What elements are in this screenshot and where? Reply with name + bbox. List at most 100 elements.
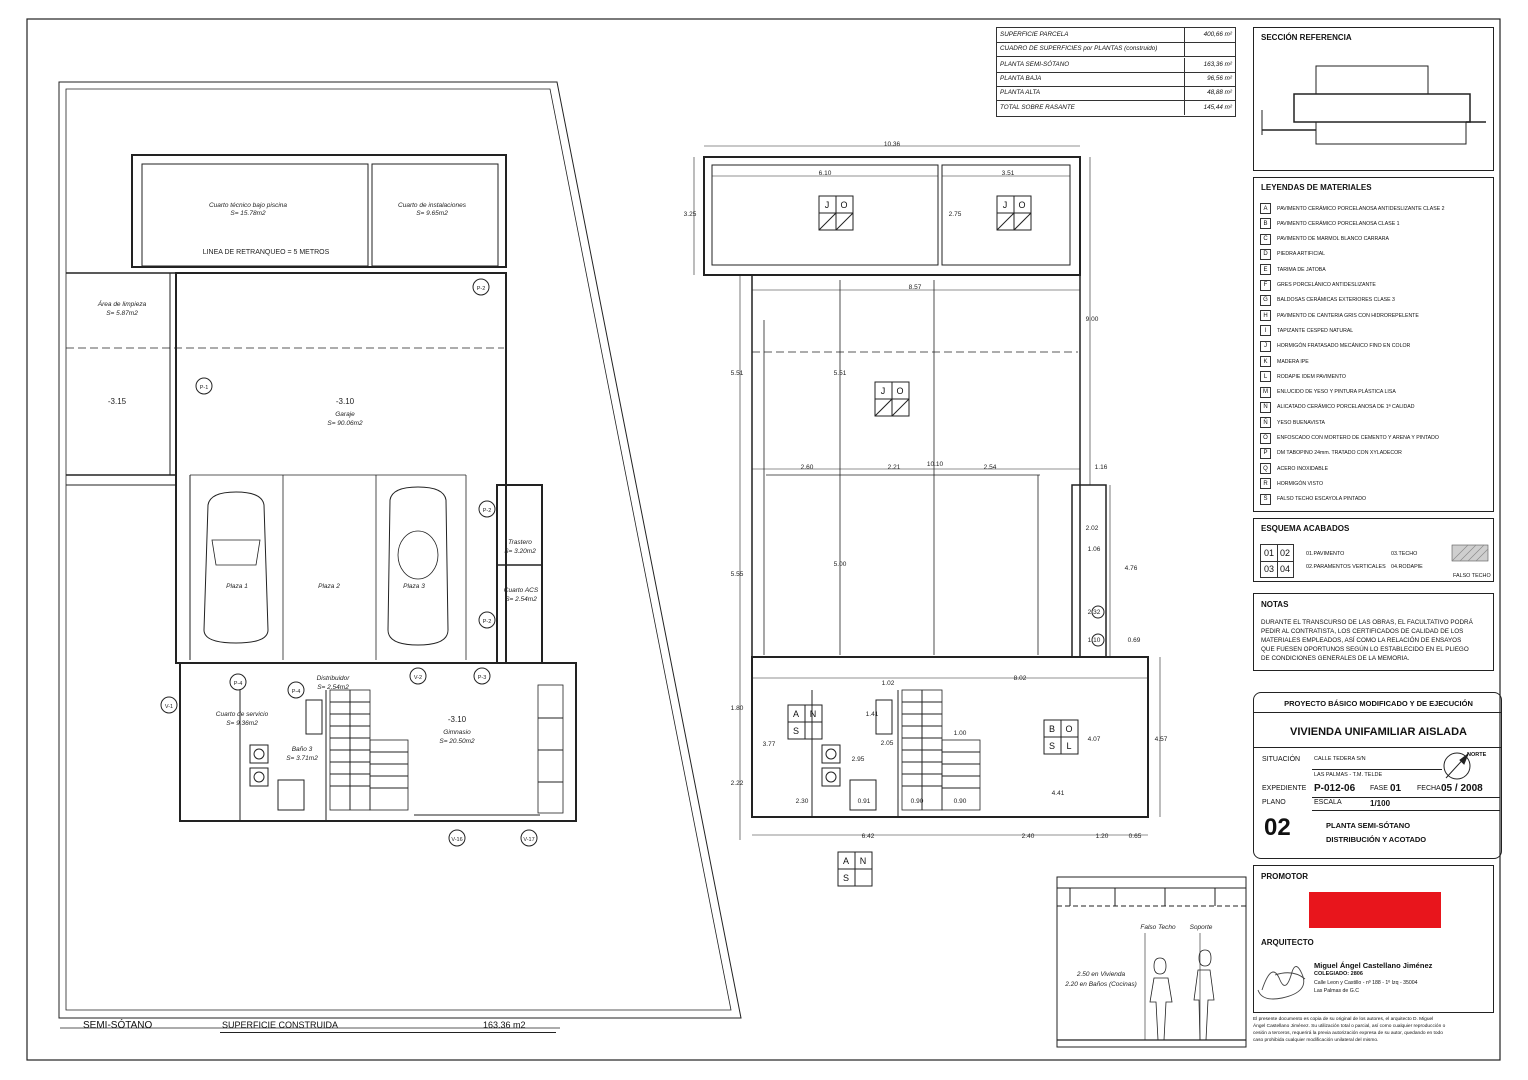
dim: 5.55 xyxy=(731,571,744,578)
dim: 2.54 xyxy=(984,464,997,471)
esquema-label: 02.PARAMENTOS VERTICALES xyxy=(1306,564,1386,570)
notes-text: DURANTE EL TRANSCURSO DE LAS OBRAS, EL F… xyxy=(1261,619,1473,662)
arquitecto-label: ARQUITECTO xyxy=(1261,938,1314,947)
plano-number: 02 xyxy=(1264,814,1291,841)
legend-code: Q xyxy=(1260,463,1271,475)
tag: V-16 xyxy=(448,829,466,847)
finish-grid xyxy=(787,195,1079,887)
tag: V-17 xyxy=(520,829,538,847)
arquitecto-address: Las Palmas de G.C xyxy=(1314,988,1359,994)
legend-code: K xyxy=(1260,356,1271,367)
legend-code: G xyxy=(1260,294,1271,306)
plano-label: PLANO xyxy=(1262,799,1286,806)
dim: 3.25 xyxy=(684,211,697,218)
fecha-label: FECHA xyxy=(1417,785,1441,792)
svg-text:P-2: P-2 xyxy=(483,619,492,625)
svg-text:V-16: V-16 xyxy=(451,837,462,843)
room-area: S= 3.20m2 xyxy=(504,548,536,555)
room-label: Cuarto técnico bajo piscina xyxy=(209,202,287,209)
dim: 0.65 xyxy=(1129,833,1142,840)
arquitecto-colegiado: COLEGIADO: 2806 xyxy=(1314,971,1363,977)
room-area: S= 9.36m2 xyxy=(226,720,258,727)
legend-desc: ACERO INOXIDABLE xyxy=(1277,465,1329,472)
escala-label: ESCALA xyxy=(1314,799,1342,806)
svg-text:P-4: P-4 xyxy=(292,689,301,695)
room-label: Cuarto ACS xyxy=(504,587,539,594)
tag: V-2 xyxy=(409,667,427,685)
dim: 5.51 xyxy=(834,370,847,377)
dim: 2.60 xyxy=(801,464,814,471)
room-label: Trastero xyxy=(508,539,532,546)
legend-code: F xyxy=(1260,279,1271,291)
room-label: Garaje xyxy=(335,411,355,418)
tag: P-2 xyxy=(478,611,496,629)
legend-desc: PAVIMENTO DE CANTERIA GRIS CON HIDROREPE… xyxy=(1277,312,1419,319)
arquitecto-address: Calle Leon y Castillo - nº 188 - 1º Izq … xyxy=(1314,980,1418,986)
right-plan-dimensions: 10.36 6.10 3.51 3.25 2.75 8.57 9.00 5.51… xyxy=(684,141,1168,840)
esquema-cell: 01 xyxy=(1261,545,1278,562)
legend-title: LEYENDAS DE MATERIALES xyxy=(1261,183,1372,192)
dim: 5.51 xyxy=(731,370,744,377)
dim: 2.95 xyxy=(852,756,865,763)
dim: 4.57 xyxy=(1155,736,1168,743)
dim: 0.90 xyxy=(954,798,967,805)
esquema-acabados: ESQUEMA ACABADOS 01 02 03 04 01.PAVIMENT… xyxy=(1253,518,1494,582)
dim: 0.90 xyxy=(911,798,924,805)
dim: 1.06 xyxy=(1088,546,1101,553)
dim: 10.10 xyxy=(927,461,944,468)
dim: 8.02 xyxy=(1014,675,1027,682)
svg-text:A: A xyxy=(843,856,849,866)
legend-code: M xyxy=(1260,386,1271,398)
legend-item: Q ACERO INOXIDABLE xyxy=(1260,462,1328,475)
fecha-value: 05 / 2008 xyxy=(1441,783,1483,794)
room-area: S= 90.06m2 xyxy=(327,420,363,427)
project-type: PROYECTO BÁSICO MODIFICADO Y DE EJECUCIÓ… xyxy=(1284,699,1473,708)
dim: 5.00 xyxy=(834,561,847,568)
level-label: -3.10 xyxy=(448,715,467,724)
dim: 3.51 xyxy=(1002,170,1015,177)
legend-code: A xyxy=(1260,203,1271,214)
dim: 1.80 xyxy=(731,705,744,712)
svg-text:O: O xyxy=(1018,200,1025,210)
svg-text:2.50 en Vivienda: 2.50 en Vivienda xyxy=(1076,971,1126,978)
section-reference-box: SECCIÓN REFERENCIA xyxy=(1253,27,1494,171)
level-label: -3.15 xyxy=(108,397,127,406)
svg-text:S: S xyxy=(843,873,849,883)
situacion-value: CALLE TEDERA S/N xyxy=(1314,756,1366,762)
sheet-border xyxy=(26,18,1501,1061)
escala-value: 1/100 xyxy=(1370,799,1391,808)
dim: 1.20 xyxy=(1096,833,1109,840)
promotor-label: PROMOTOR xyxy=(1261,872,1308,881)
svg-text:P-2: P-2 xyxy=(477,286,486,292)
height-detail xyxy=(1056,876,1247,1048)
dim: 1.41 xyxy=(866,711,879,718)
tag: P-3 xyxy=(473,667,491,685)
legend-desc: ENLUCIDO DE YESO Y PINTURA PLÁSTICA LISA xyxy=(1277,389,1396,396)
esquema-cell: 04 xyxy=(1279,564,1290,574)
legend-code: N xyxy=(1260,401,1271,413)
svg-text:P-3: P-3 xyxy=(478,675,487,681)
fase-value: 01 xyxy=(1390,783,1402,794)
legend-desc: HORMIGÓN VISTO xyxy=(1277,480,1324,487)
dim: 4.76 xyxy=(1125,565,1138,572)
legend-code: I xyxy=(1260,325,1271,337)
svg-text:B: B xyxy=(1049,724,1055,734)
project-name: VIVIENDA UNIFAMILIAR AISLADA xyxy=(1289,726,1468,738)
svg-text:J: J xyxy=(1003,200,1008,210)
dim: 4.41 xyxy=(1052,790,1065,797)
left-floor-plan xyxy=(58,81,742,1029)
legend-code: O xyxy=(1260,432,1271,444)
legend-desc: TARIMA DE JATOBA xyxy=(1277,266,1326,273)
